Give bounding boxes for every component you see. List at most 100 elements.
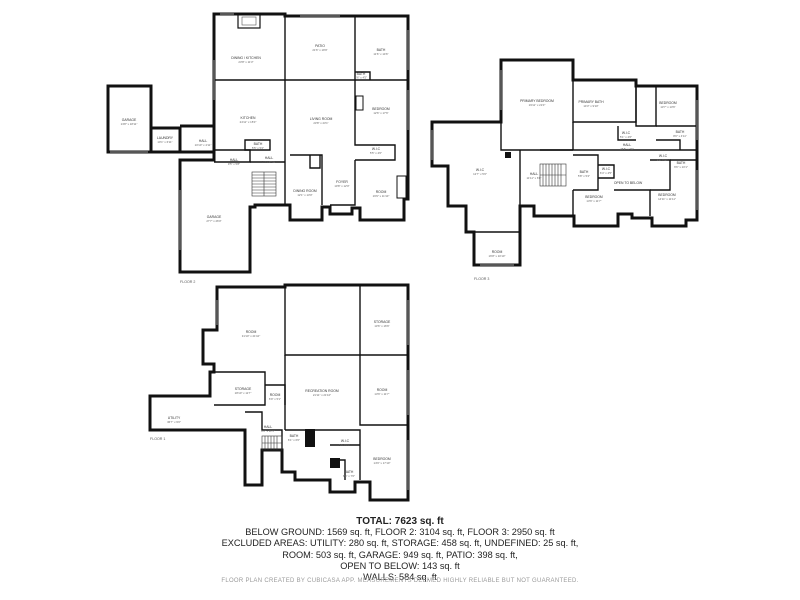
room-label: BATH [377,48,386,52]
room-dims: 27'7" x 26'0" [206,219,221,223]
room-label: W.I.C [372,147,381,151]
room-label: BATH [290,434,299,438]
summary-line: ROOM: 503 sq. ft, GARAGE: 949 sq. ft, PA… [282,549,518,560]
room-label: PRIMARY BATH [578,100,604,104]
room-label: ROOM [492,250,503,254]
room-label: BATH [357,72,366,76]
room-dims: 5'5" x 4'0" [370,151,382,155]
room-label: W.I.C [659,154,668,158]
room-label: LAUNDRY [157,136,174,140]
room-dims: 12'6" x 17'6" [373,111,388,115]
room-label: W.I.C [602,167,611,171]
room-label: BATH [676,130,685,134]
room-dims: 21'11" x 21'10" [313,393,331,397]
room-label: HALL [265,156,274,160]
room-dims: 11'11" x 6'8" [527,176,542,180]
room-label: ROOM [377,388,388,392]
room-dims: 14'11" x 11'11" [658,197,676,201]
room-dims: 10'8" x 12'0" [334,184,349,188]
room-label: ROOM [270,393,281,397]
floor-1-plan: ROOM 31'10" x 21'10" STORAGE 13'6" x 16'… [148,283,410,502]
summary-line: BELOW GROUND: 1569 sq. ft, FLOOR 2: 3104… [245,527,555,538]
room-label: HALL [623,143,632,147]
room-dims: 6'6" x 10'1" [674,165,688,169]
room-label: BATH [580,170,589,174]
floor-3-stairs [539,163,567,187]
room-dims: 9'5" x 5'8" [228,162,240,166]
room-label: BATH [254,142,263,146]
room-label: RECREATION ROOM [305,389,339,393]
room-label: ROOM [246,330,257,334]
room-dims: 6'1" x 6'0" [288,438,300,442]
summary-line: EXCLUDED AREAS: UTILITY: 280 sq. ft, STO… [221,538,579,549]
room-dims: 5'5" x 5'2" [252,146,264,150]
room-label: KITCHEN [241,116,256,120]
room-label: PRIMARY BEDROOM [520,99,554,103]
floor-1-label: FLOOR 1 [150,437,165,441]
room-label: BEDROOM [372,107,390,111]
room-label: GARAGE [207,215,222,219]
room-dims: 5'6" x 4'5" [355,76,367,80]
room-dims: 10'10" x 4'11" [195,143,212,147]
room-label: HALL [530,172,539,176]
room-label: W.I.C [341,439,350,443]
room-label: BEDROOM [585,195,603,199]
room-dims: 16'8" x 10'10" [489,254,506,258]
room-dims: 5'8" x 6'6" [339,443,351,447]
room-label: BATH [345,470,354,474]
room-dims: 31'10" x 21'10" [242,334,260,338]
room-dims: 5'8" x 5'4" [578,174,590,178]
room-dims: 14'6" x 17'10" [374,461,391,465]
room-label: STORAGE [374,320,391,324]
room-label: LIVING ROOM [310,117,333,121]
summary-line: WALLS: 584 sq. ft [363,572,437,583]
room-dims: 6'4" x 4'5" [600,171,612,175]
room-label: BEDROOM [373,457,391,461]
room-dims: 7'10" x 5'4" [262,160,276,164]
room-label: BEDROOM [658,193,676,197]
floor-2-label: FLOOR 2 [180,280,195,284]
room-dims: 13'6" x 11'7" [586,199,601,203]
area-summary: TOTAL: 7623 sq. ft BELOW GROUND: 1569 sq… [150,516,650,583]
room-label: DINING / KITCHEN [231,56,261,60]
room-dims: 8'0" x 4'11" [673,134,687,138]
room-label: HALL [264,425,273,429]
room-label: DINING ROOM [293,189,317,193]
room-label: W.I.C [622,131,631,135]
room-dims: 12'1" x 13'0" [297,193,312,197]
room-label: HALL [230,158,239,162]
room-dims: 21'6" x 19'9" [312,48,327,52]
room-dims: 13'8" x 18'11" [121,122,138,126]
room-label: GARAGE [122,118,137,122]
floor-2-stairs [251,171,277,197]
room-label: BEDROOM [659,101,677,105]
room-label: BATH [677,161,686,165]
room-dims: 13'6" x 16'6" [374,324,389,328]
room-dims: 23'8" x 23'1" [313,121,328,125]
room-label: STORAGE [235,387,252,391]
floor-3-plan: PRIMARY BEDROOM 19'11" x 21'0" PRIMARY B… [430,58,699,281]
room-dims: 24'11" x 15'0" [240,120,257,124]
room-label: FOYER [336,180,348,184]
total-area: TOTAL: 7623 sq. ft [356,516,444,527]
room-label: OPEN TO BELOW [614,181,643,185]
floor-3-label: FLOOR 3 [474,277,489,281]
room-dims: 16'9" x 11'10" [373,194,390,198]
room-dims: 4'4" x 4'0" [657,158,669,162]
room-dims: 23'8" x 11'3" [238,60,253,64]
room-dims: 13'6" x 11'7" [374,392,389,396]
room-dims: 18'10" x 11'7" [235,391,252,395]
disclaimer-text: FLOOR PLAN CREATED BY CUBICASA APP. MEAS… [221,578,579,584]
room-dims: 28'8" x 4'5" [620,147,634,151]
floor-1-stairs [261,435,283,451]
room-dims: 14'3" x 9'10" [583,104,598,108]
summary-line: OPEN TO BELOW: 143 sq. ft [340,560,460,571]
room-dims: 5'1" x 4'6" [620,135,632,139]
room-dims: 6'6" x 7'0" [343,474,355,478]
floor-2-plan: GARAGE 13'8" x 18'11" LAUNDRY 10'1" x 6'… [106,12,410,284]
room-dims: 36'7" x 9'0" [167,420,181,424]
room-dims: 8'6" x 11'1" [261,429,275,433]
room-label: HALL [199,139,208,143]
room-dims: 6'9" x 5'1" [269,397,281,401]
floor-plans: GARAGE 13'8" x 18'11" LAUNDRY 10'1" x 6'… [106,12,699,502]
